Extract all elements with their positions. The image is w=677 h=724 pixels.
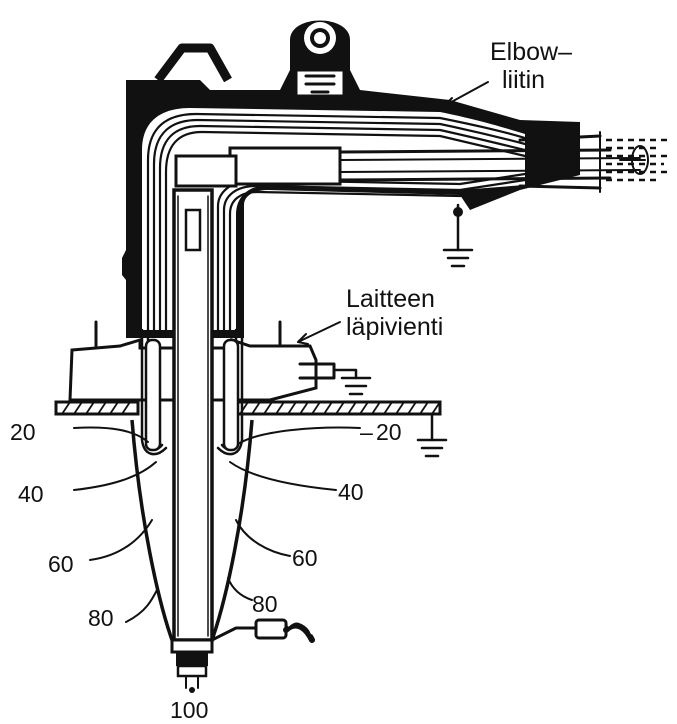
pulling-handle xyxy=(154,43,232,83)
level-right-20: 20 xyxy=(376,419,402,445)
label-leaders xyxy=(73,81,489,623)
bushing-label-line1: Laitteen xyxy=(346,285,435,313)
level-bottom-100: 100 xyxy=(170,697,208,723)
bushing-label-line2: läpivienti xyxy=(346,313,443,341)
bottom-terminal xyxy=(170,638,214,693)
elbow-label-line2: liitin xyxy=(502,66,545,94)
level-left-40: 40 xyxy=(18,481,44,507)
ground-symbol-flange xyxy=(332,368,372,396)
level-right-60: 60 xyxy=(292,545,318,571)
ground-strap xyxy=(210,618,315,643)
level-right-40: 40 xyxy=(338,479,364,505)
central-conductor xyxy=(172,188,214,642)
level-right-80: 80 xyxy=(252,591,278,617)
cable-conductor xyxy=(174,131,672,193)
level-left-20: 20 xyxy=(10,419,36,445)
tank-wall xyxy=(54,400,442,416)
lifting-eye xyxy=(290,20,350,98)
elbow-label-line1: Elbow– xyxy=(490,38,572,66)
level-left-60: 60 xyxy=(48,551,74,577)
ground-symbol-tank xyxy=(416,412,448,458)
grading-layers xyxy=(140,328,244,456)
level-left-80: 80 xyxy=(88,605,114,631)
level-right-20-dash: – xyxy=(360,419,373,445)
